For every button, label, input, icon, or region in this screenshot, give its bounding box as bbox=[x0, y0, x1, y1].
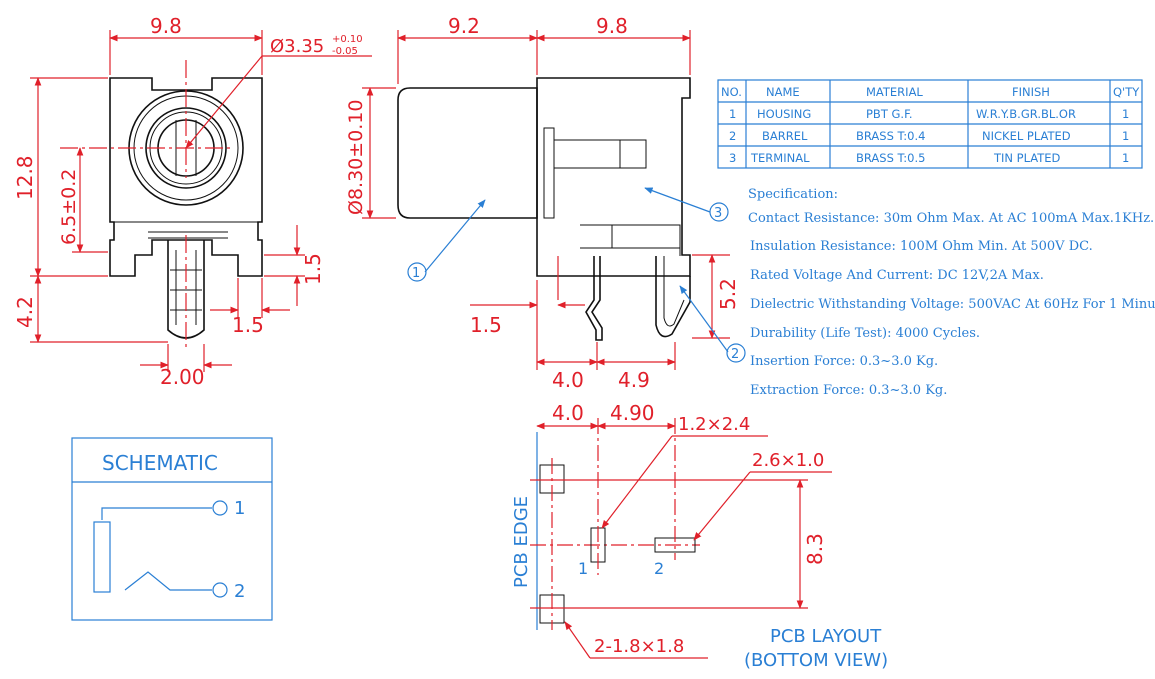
dim-front-bore-tol-plus: +0.10 bbox=[332, 34, 363, 45]
pcb-title: PCB LAYOUT bbox=[770, 626, 882, 647]
dim-pcb-a: 4.0 bbox=[552, 401, 584, 425]
table-cell: W.R.Y.B.GR.BL.OR bbox=[976, 107, 1076, 121]
dim-front-pin-gap: 1.5 bbox=[232, 313, 264, 337]
dim-side-right: 9.8 bbox=[596, 14, 628, 38]
spec-line: Extraction Force: 0.3~3.0 Kg. bbox=[750, 383, 947, 398]
dim-front-bore-tol-minus: -0.05 bbox=[332, 46, 358, 57]
table-cell: PBT G.F. bbox=[866, 107, 913, 121]
front-view: 9.8 Ø3.35 +0.10 -0.05 12.8 6.5±0.2 4.2 1… bbox=[13, 14, 372, 389]
table-header-qty: Q'TY bbox=[1113, 85, 1140, 99]
spec-line: Contact Resistance: 30m Ohm Max. At AC 1… bbox=[748, 211, 1154, 226]
pcb-subtitle: (BOTTOM VIEW) bbox=[744, 650, 888, 671]
table-cell: 1 bbox=[1122, 151, 1129, 165]
spec-line: Insertion Force: 0.3~3.0 Kg. bbox=[750, 354, 938, 369]
spec-line: Dielectric Withstanding Voltage: 500VAC … bbox=[750, 297, 1155, 312]
dim-pcb-height: 8.3 bbox=[803, 533, 827, 565]
spec-title: Specification: bbox=[748, 187, 838, 202]
table-cell: 1 bbox=[1122, 107, 1129, 121]
callout-3: 3 bbox=[714, 206, 722, 221]
dim-front-height: 12.8 bbox=[13, 155, 37, 200]
dim-pcb-slot1: 1.2×2.4 bbox=[678, 414, 750, 435]
spec-line: Rated Voltage And Current: DC 12V,2A Max… bbox=[750, 268, 1044, 283]
dim-front-pin-len: 4.2 bbox=[13, 296, 37, 328]
schematic: SCHEMATIC 1 2 bbox=[71, 437, 273, 621]
table-header-name: NAME bbox=[766, 85, 800, 99]
dim-pcb-slot2: 2.6×1.0 bbox=[752, 450, 824, 471]
table-cell: 2 bbox=[729, 129, 736, 143]
specification: Specification: Contact Resistance: 30m O… bbox=[748, 187, 1155, 398]
table-cell: TERMINAL bbox=[750, 151, 810, 165]
table-header-no: NO. bbox=[721, 85, 742, 99]
schematic-title: SCHEMATIC bbox=[102, 451, 218, 475]
table-cell: 1 bbox=[729, 107, 736, 121]
parts-table: NO. NAME MATERIAL FINISH Q'TY 1 HOUSING … bbox=[717, 79, 1143, 169]
spec-line: Insulation Resistance: 100M Ohm Min. At … bbox=[750, 239, 1093, 254]
callout-2: 2 bbox=[731, 347, 739, 362]
pcb-pin2: 2 bbox=[654, 559, 664, 578]
table-cell: HOUSING bbox=[757, 107, 811, 121]
dim-front-width: 9.8 bbox=[150, 14, 182, 38]
table-cell: TIN PLATED bbox=[993, 151, 1061, 165]
spec-line: Durability (Life Test): 4000 Cycles. bbox=[750, 326, 980, 341]
dim-front-pin-offset: 1.5 bbox=[301, 253, 325, 285]
pcb-edge-label: PCB EDGE bbox=[511, 496, 532, 588]
table-cell: NICKEL PLATED bbox=[982, 129, 1071, 143]
dim-side-left-offset: 1.5 bbox=[470, 313, 502, 337]
dim-pcb-b: 4.90 bbox=[610, 401, 655, 425]
schematic-pin2: 2 bbox=[234, 581, 245, 602]
dim-front-center-height: 6.5±0.2 bbox=[58, 169, 80, 245]
table-cell: 1 bbox=[1122, 129, 1129, 143]
table-cell: 3 bbox=[729, 151, 736, 165]
table-header-finish: FINISH bbox=[1012, 85, 1050, 99]
side-view: 9.2 9.8 Ø8.30±0.10 1.5 5.2 4.0 4.9 1 3 2 bbox=[345, 14, 746, 392]
schematic-pin1: 1 bbox=[234, 498, 245, 519]
dim-side-left: 9.2 bbox=[448, 14, 480, 38]
dim-side-bottom-a: 4.0 bbox=[552, 368, 584, 392]
dim-side-bottom-b: 4.9 bbox=[618, 368, 650, 392]
table-cell: BRASS T:0.4 bbox=[856, 129, 925, 143]
callout-1: 1 bbox=[412, 266, 420, 281]
pcb-pin1: 1 bbox=[578, 559, 588, 578]
dim-front-bore: Ø3.35 bbox=[270, 36, 324, 57]
table-cell: BRASS T:0.5 bbox=[856, 151, 925, 165]
dim-side-dia: Ø8.30±0.10 bbox=[345, 100, 367, 215]
dim-pcb-holes: 2-1.8×1.8 bbox=[594, 636, 684, 657]
pcb-layout: PCB EDGE 1 2 4.0 4.90 1.2×2.4 2.6×1.0 8.… bbox=[511, 401, 888, 671]
dim-side-height: 5.2 bbox=[716, 278, 740, 310]
dim-front-pin-width: 2.00 bbox=[160, 365, 205, 389]
table-header-material: MATERIAL bbox=[866, 85, 923, 99]
table-cell: BARREL bbox=[762, 129, 808, 143]
